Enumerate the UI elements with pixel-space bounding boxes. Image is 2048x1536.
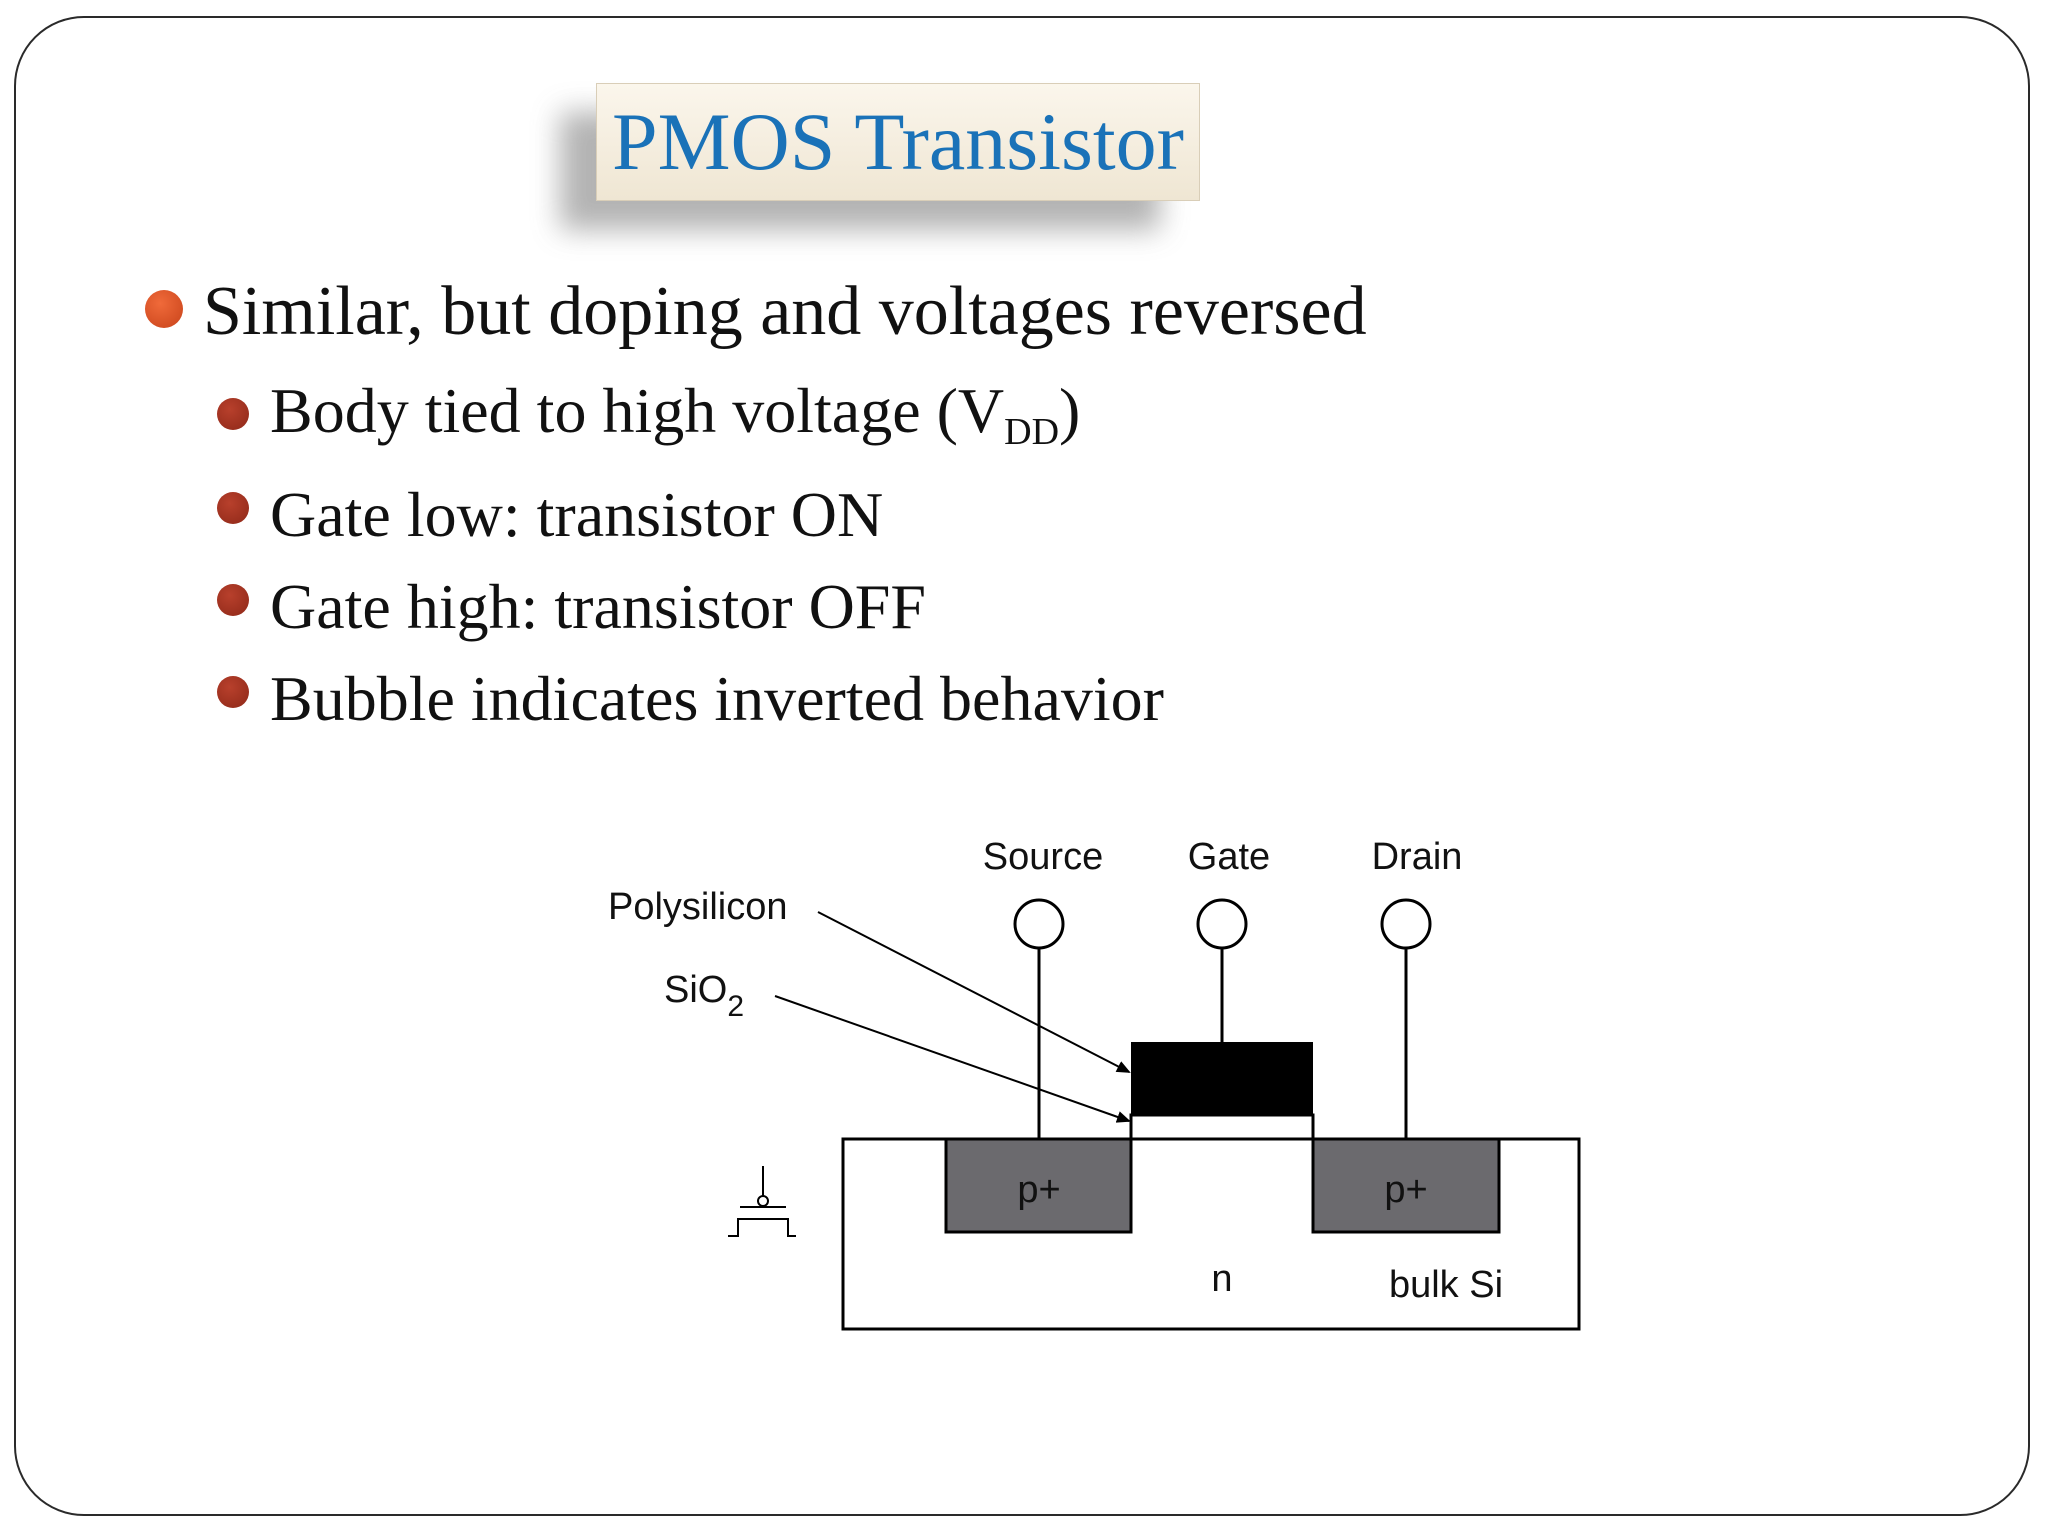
bullet-sub-1-main: Body tied to high voltage (V xyxy=(270,375,1005,446)
sio2-label-main: SiO xyxy=(664,969,727,1011)
bullet-dot-sub-1 xyxy=(217,398,249,430)
sio2-label: SiO2 xyxy=(664,969,744,1023)
source-terminal-icon xyxy=(1013,898,1065,950)
drain-terminal-icon xyxy=(1380,898,1432,950)
sio2-label-subscript: 2 xyxy=(727,990,744,1023)
gate-terminal-icon xyxy=(1196,898,1248,950)
right-diffusion-label: p+ xyxy=(1384,1169,1427,1211)
left-diffusion-label: p+ xyxy=(1017,1169,1060,1211)
sio2-arrow xyxy=(774,995,1131,1123)
bullet-dot-sub-2 xyxy=(217,492,249,524)
bullet-main-text: Similar, but doping and voltages reverse… xyxy=(203,273,1367,350)
bullet-sub-2-text: Gate low: transistor ON xyxy=(270,479,884,550)
polysilicon-label: Polysilicon xyxy=(608,886,788,928)
drain-label: Drain xyxy=(1372,836,1463,878)
bullet-sub-4-text: Bubble indicates inverted behavior xyxy=(270,663,1164,734)
pmos-symbol-icon xyxy=(728,1166,796,1237)
source-label: Source xyxy=(983,836,1103,878)
bullet-dot-sub-3 xyxy=(217,584,249,616)
title-box: PMOS Transistor xyxy=(596,83,1200,201)
bullet-sub-3-text: Gate high: transistor OFF xyxy=(270,571,926,642)
bullet-sub-1-suffix: ) xyxy=(1059,375,1081,446)
bullet-dot-main xyxy=(145,290,183,328)
polysilicon-gate xyxy=(1131,1042,1313,1115)
well-label: n xyxy=(1211,1258,1232,1300)
gate-oxide xyxy=(1129,1113,1315,1141)
slide-title: PMOS Transistor xyxy=(612,96,1184,187)
gate-label: Gate xyxy=(1188,836,1270,878)
bullet-dot-sub-4 xyxy=(217,676,249,708)
polysilicon-arrow xyxy=(817,911,1131,1073)
substrate-label: bulk Si xyxy=(1389,1264,1503,1306)
bullet-sub-1-subscript: DD xyxy=(1004,411,1060,453)
right-diffusion xyxy=(1311,1137,1501,1234)
bullet-sub-1-text: Body tied to high voltage (VDD) xyxy=(270,374,1081,451)
